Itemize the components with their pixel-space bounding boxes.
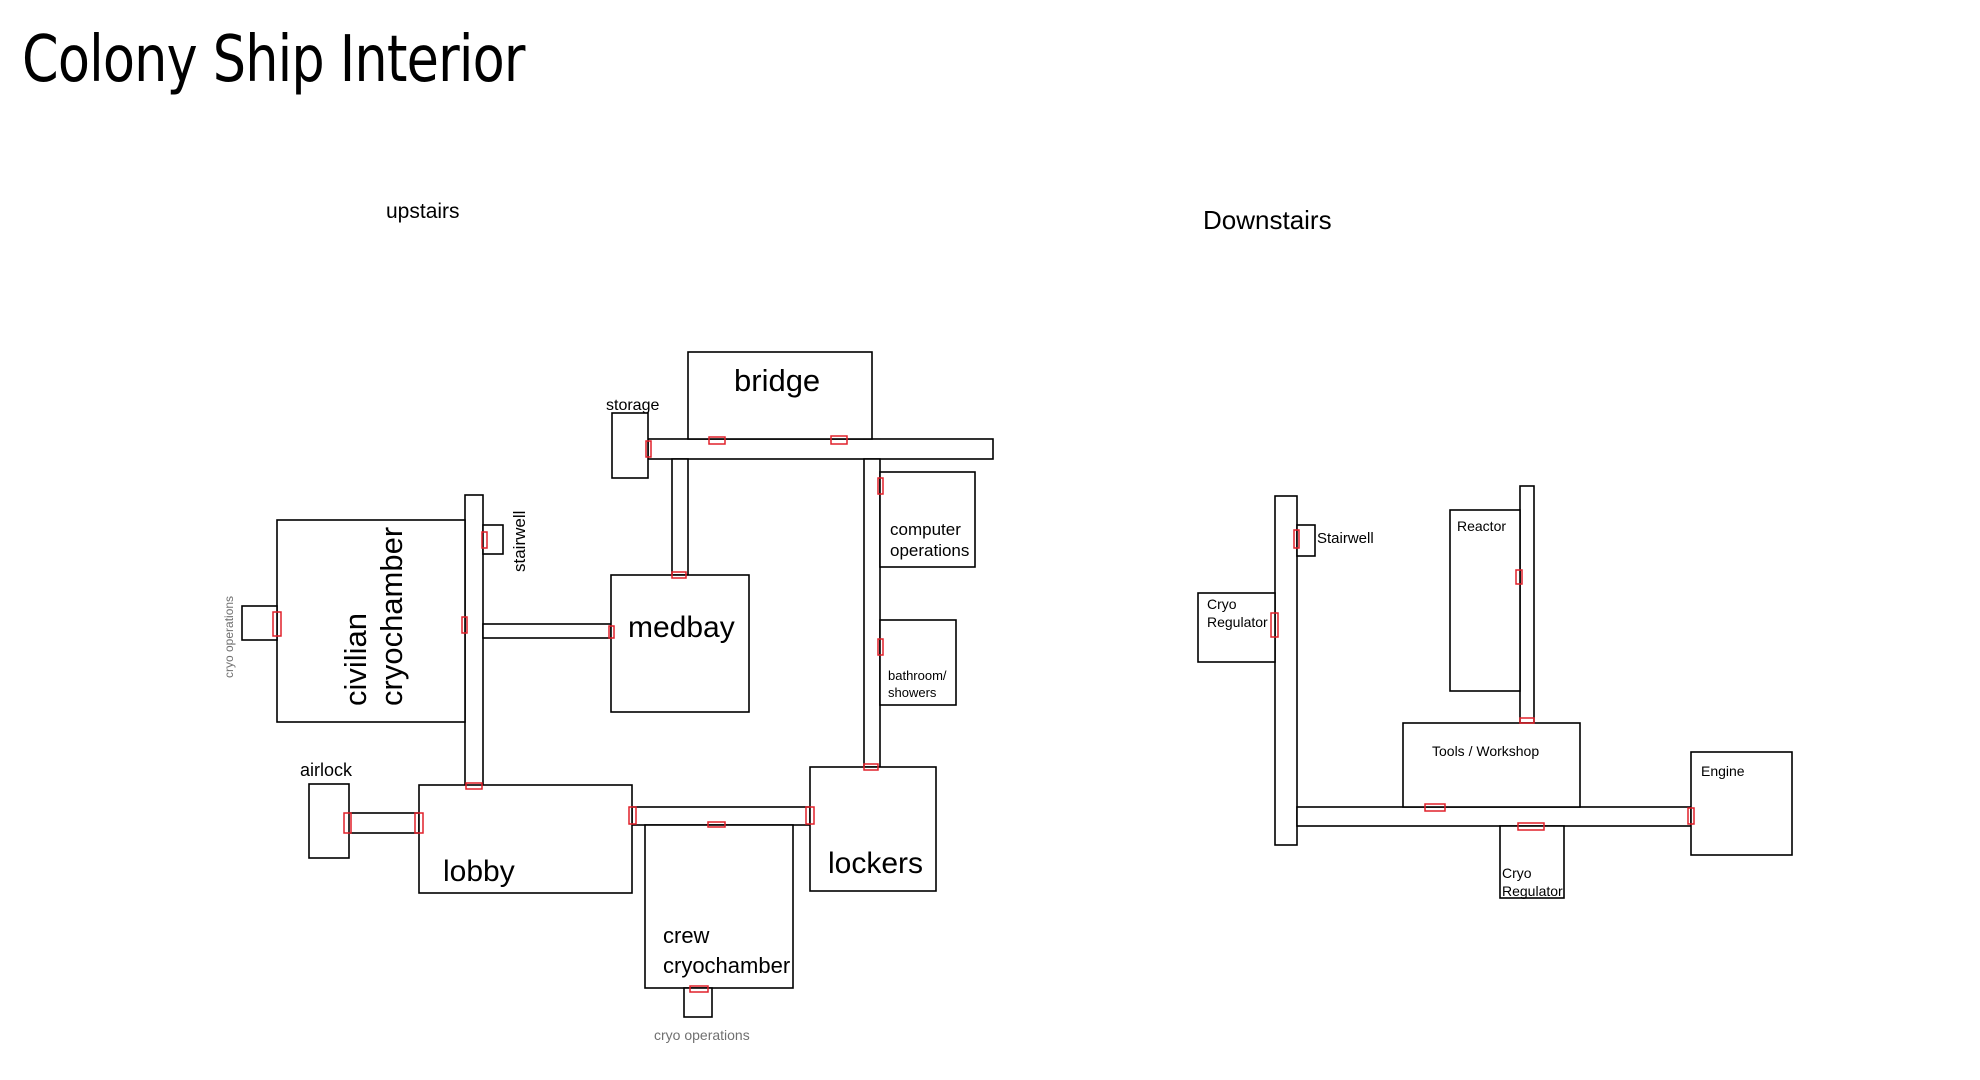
downstairs-heading: Downstairs [1203, 205, 1332, 235]
label-bathroom-line1: bathroom/ [888, 668, 947, 683]
label-civilian-cryochamber-line2: cryochamber [374, 527, 409, 706]
door-marker [671, 571, 687, 579]
door-marker [805, 806, 815, 825]
room-cryo-regulator-bottom [1499, 825, 1565, 899]
label-cryo-regulator-left-line2: Regulator [1207, 614, 1268, 630]
upstairs-plan: bridge storage stairwell civilian cryoch… [222, 351, 994, 1043]
upstairs-heading: upstairs [386, 200, 460, 223]
label-cryo-regulator-bottom-line2: Regulator [1502, 883, 1563, 899]
door-marker [877, 477, 884, 495]
label-computer-operations-line1: computer [890, 520, 961, 539]
hallway-right [863, 458, 881, 768]
label-reactor: Reactor [1457, 518, 1506, 534]
door-marker [863, 763, 879, 771]
door-marker [1424, 803, 1446, 812]
label-crew-cryochamber-line2: cryochamber [663, 953, 790, 978]
room-storage [611, 412, 649, 479]
label-medbay: medbay [628, 611, 735, 644]
door-marker [481, 531, 488, 549]
room-bathroom-showers [879, 619, 957, 706]
label-crew-cryochamber-line1: crew [663, 923, 710, 948]
hallway-downstairs-horizontal [1296, 806, 1692, 827]
room-stairwell-small [482, 524, 504, 555]
room-crew-cryochamber [644, 824, 794, 989]
room-cryo-operations-left [241, 605, 278, 641]
door-marker [461, 616, 468, 634]
label-cryo-operations-left: cryo operations [222, 596, 236, 678]
room-lobby [418, 784, 633, 894]
room-lockers [809, 766, 937, 892]
door-marker [272, 611, 282, 637]
door-marker [1687, 807, 1695, 825]
door-marker [608, 625, 615, 639]
downstairs-plan: Stairwell Reactor Cryo Regulator Tools /… [1197, 485, 1793, 899]
room-cryo-regulator-left [1197, 592, 1276, 663]
door-marker [1517, 822, 1545, 831]
room-civilian-cryochamber [276, 519, 466, 723]
room-stairwell-downstairs [1296, 524, 1316, 557]
label-cryo-regulator-left-line1: Cryo [1207, 596, 1237, 612]
door-marker [1515, 569, 1523, 585]
door-marker [1519, 717, 1535, 724]
room-medbay [610, 574, 750, 713]
hallway-medbay-connector [671, 458, 689, 576]
label-cryo-operations-bottom: cryo operations [654, 1027, 750, 1043]
door-marker [465, 782, 483, 790]
hallway-reactor [1519, 485, 1535, 724]
label-engine: Engine [1701, 763, 1745, 779]
room-computer-operations [879, 471, 976, 568]
label-cryo-regulator-bottom-line1: Cryo [1502, 865, 1532, 881]
room-cryo-operations-bottom [683, 987, 713, 1018]
door-marker [830, 435, 848, 445]
hallway-airlock [346, 812, 420, 834]
door-marker [689, 985, 709, 993]
room-tools-workshop [1402, 722, 1581, 808]
door-marker [414, 812, 424, 834]
label-storage: storage [606, 397, 659, 414]
label-tools-workshop: Tools / Workshop [1432, 743, 1539, 759]
door-marker [343, 812, 352, 834]
door-marker [1293, 529, 1300, 549]
label-airlock: airlock [300, 760, 353, 780]
room-engine [1690, 751, 1793, 856]
label-stairwell-downstairs: Stairwell [1317, 530, 1374, 547]
room-bridge [687, 351, 873, 440]
hallway-top [647, 438, 994, 460]
label-lockers: lockers [828, 847, 923, 880]
door-marker [877, 638, 884, 656]
label-civilian-cryochamber-line1: civilian [338, 613, 373, 706]
label-stairwell: stairwell [510, 511, 529, 572]
label-lobby: lobby [443, 855, 515, 888]
hallway-left [464, 494, 484, 788]
room-reactor [1449, 509, 1521, 692]
door-marker [708, 436, 726, 445]
hallway-civilian-medbay [482, 623, 612, 639]
page-title: Colony Ship Interior [22, 23, 525, 97]
label-bathroom-line2: showers [888, 685, 937, 700]
door-marker [628, 806, 637, 825]
hallway-downstairs-vertical [1274, 495, 1298, 846]
label-computer-operations-line2: operations [890, 541, 969, 560]
door-marker [645, 440, 652, 458]
label-bridge: bridge [734, 363, 820, 398]
room-airlock [308, 783, 350, 859]
door-marker [707, 821, 726, 828]
door-marker [1270, 612, 1279, 638]
